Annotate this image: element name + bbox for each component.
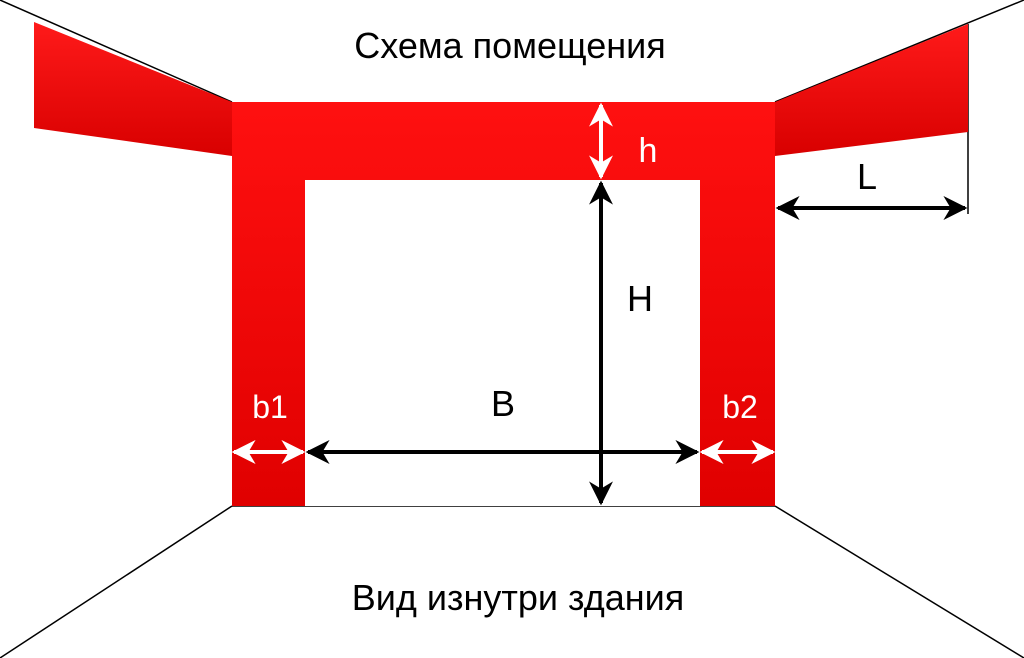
subtitle: Вид изнутри здания <box>352 577 684 618</box>
ceiling-line-right <box>774 0 1024 103</box>
door-opening <box>305 180 700 506</box>
left-side-beam <box>34 22 232 156</box>
label-b1: b1 <box>252 389 288 425</box>
title: Схема помещения <box>354 25 665 66</box>
label-b2: b2 <box>722 389 758 425</box>
front-wall-frame <box>232 102 775 506</box>
label-H: H <box>627 278 653 319</box>
label-L: L <box>857 156 877 197</box>
floor-line-left <box>0 505 233 658</box>
label-B: B <box>491 383 515 424</box>
label-h: h <box>639 132 658 170</box>
right-side-beam <box>775 24 968 156</box>
ceiling-line-left <box>0 0 233 103</box>
floor-line-right <box>774 505 1024 658</box>
